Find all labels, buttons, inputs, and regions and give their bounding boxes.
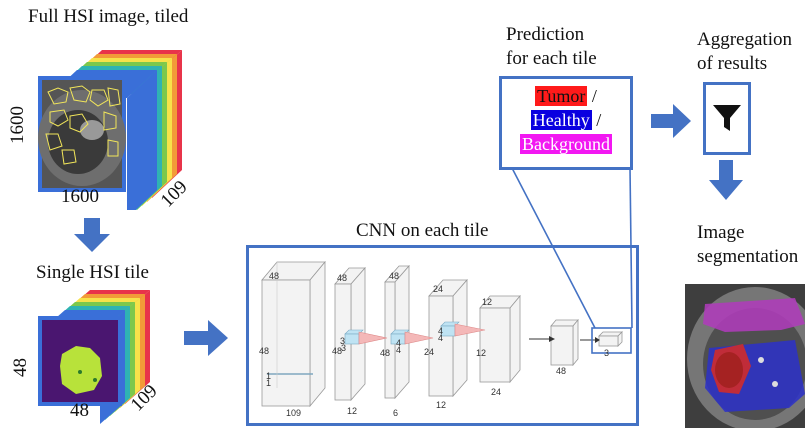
cnn-box (246, 245, 639, 426)
class-background-label: Background (520, 134, 612, 154)
output-highlight-box (591, 327, 632, 354)
cnn-label: 12 (436, 400, 446, 410)
arrow-down-tile-icon (74, 218, 110, 252)
segmentation-image (685, 284, 805, 428)
cnn-label: 3 (341, 343, 346, 353)
full-image-width-label: 1600 (61, 186, 99, 207)
segmentation-title-line1: Image (697, 222, 745, 243)
cnn-label: 24 (433, 284, 443, 294)
funnel-icon (713, 105, 741, 131)
full-hsi-front-face (38, 76, 126, 192)
prediction-box (499, 76, 633, 170)
cnn-label: 1 (266, 371, 271, 381)
full-image-height-label: 1600 (7, 106, 28, 144)
cnn-label: 12 (476, 348, 486, 358)
tile-hsi-cube: 48 109 (10, 290, 162, 424)
class-tumor-label: Tumor (535, 86, 588, 106)
cnn-label: 4 (396, 338, 401, 348)
aggregation-box (703, 82, 751, 155)
class-tumor-separator: / (587, 86, 597, 106)
cnn-label: 48 (332, 346, 342, 356)
cnn-label: 3 (340, 336, 345, 346)
cnn-label: 48 (389, 271, 399, 281)
cnn-title: CNN on each tile (356, 220, 489, 241)
cnn-label: 48 (380, 348, 390, 358)
aggregation-title-line2: of results (697, 53, 768, 74)
cnn-label: 48 (556, 366, 566, 376)
tile-height-label: 48 (10, 358, 31, 377)
cnn-label: 1 (266, 378, 271, 388)
prediction-title-line2: for each tile (506, 48, 597, 69)
class-healthy-label: Healthy (530, 110, 592, 130)
dense-arrowhead (549, 336, 555, 342)
cnn-dimension-labels: 48 48 1 1 109 48 48 3 3 12 48 48 4 4 6 2… (259, 271, 609, 418)
cnn-label: 12 (482, 297, 492, 307)
cnn-label: 6 (393, 408, 398, 418)
cnn-layers (261, 260, 623, 408)
prediction-title-line1: Prediction (506, 24, 585, 45)
cnn-label: 48 (259, 346, 269, 356)
cnn-label: 109 (286, 408, 301, 418)
class-tumor: Tumor / (502, 86, 630, 107)
prediction-classes: Tumor / Healthy / Background (502, 86, 630, 155)
cnn-label: 4 (438, 333, 443, 343)
arrow-right-cnn-icon (184, 320, 228, 356)
tile-width-label: 48 (70, 400, 89, 421)
output-arrowhead (595, 337, 600, 343)
conv-operations (344, 321, 486, 345)
cnn-label: 24 (491, 387, 501, 397)
class-healthy-separator: / (591, 110, 602, 130)
cnn-label: 12 (347, 406, 357, 416)
aggregation-title-line1: Aggregation (697, 29, 792, 50)
cnn-label: 4 (396, 345, 401, 355)
tile-front-face (38, 316, 122, 406)
class-background: Background (502, 134, 630, 155)
arrow-down-segmentation-icon (709, 160, 743, 200)
cnn-label: 3 (604, 348, 609, 358)
cnn-label: 48 (269, 271, 279, 281)
arrow-right-aggregation-icon (651, 104, 691, 138)
prediction-connector (511, 168, 633, 329)
full-image-title: Full HSI image, tiled (28, 6, 189, 27)
cnn-label: 4 (438, 326, 443, 336)
cnn-label: 48 (337, 273, 347, 283)
cnn-architecture: 48 48 1 1 109 48 48 3 3 12 48 48 4 4 6 2… (259, 260, 632, 418)
tile-title: Single HSI tile (36, 262, 149, 283)
full-hsi-cube: 1600 109 (7, 50, 192, 210)
cnn-label: 24 (424, 347, 434, 357)
segmentation-title-line2: segmentation (697, 246, 799, 267)
class-healthy: Healthy / (502, 110, 630, 131)
